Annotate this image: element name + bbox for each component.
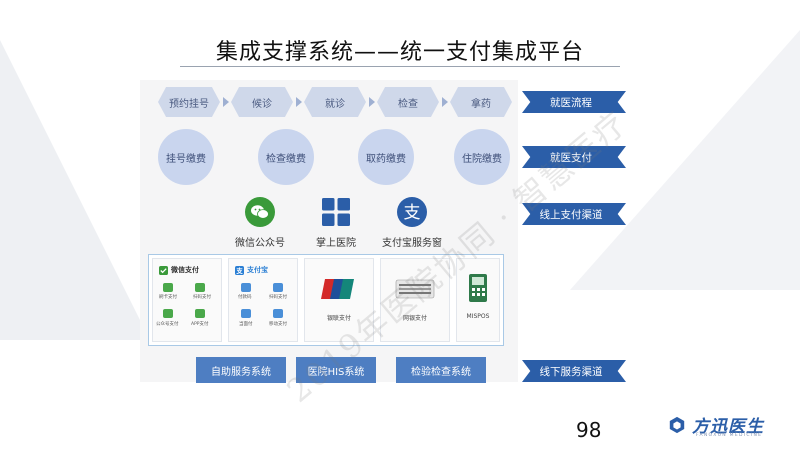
brand-name: 方迅医生 [692,417,764,437]
svg-text:支: 支 [404,203,421,223]
card-label: 银联支付 [326,315,351,322]
public-account-pay-icon [163,309,173,318]
brand-subtitle: FANGXUN MEDICINE [696,433,763,438]
wechat-icon [245,197,275,227]
unionpay-logo-icon [321,279,354,299]
scan-pay-icon [195,283,205,292]
card-label: MISPOS [466,313,490,320]
alipay-icon: 支 [397,197,427,227]
scan-pay-icon [273,283,283,292]
channel-label: 支付宝服务窗 [382,238,442,249]
card-header: 微信支付 [159,265,199,275]
flow-step: 拿药 [450,87,512,117]
offline-channel-button: 医院HIS系统 [296,357,376,383]
flow-step: 检查 [377,87,439,117]
pay-method-label: 刷卡支付 [159,295,177,300]
app-pay-icon [195,309,205,318]
flow-step: 候诊 [231,87,293,117]
category-tag: 线上支付渠道 [522,203,626,225]
offline-channel-button: 自助服务系统 [196,357,286,383]
face-pay-icon [241,309,251,318]
pay-method-label: 扫码支付 [269,295,287,300]
flow-arrow-icon [442,97,448,107]
netbank-card: 网银支付 [380,258,450,342]
brand-logo-icon [669,416,685,433]
channel-label: 微信公众号 [235,238,285,249]
offline-channel-button: 检验检查系统 [396,357,486,383]
pay-method-label: 扫码支付 [193,295,211,300]
wechat-pay-icon [159,265,168,275]
category-tag: 就医支付 [522,146,626,168]
unionpay-card: 银联支付 [304,258,374,342]
flow-step: 预约挂号 [158,87,220,117]
brand-logo: 方迅医生 [668,412,764,437]
card-pay-icon [163,283,173,292]
background-shape [0,40,150,340]
channel-label: 掌上医院 [316,238,356,249]
svg-text:支: 支 [236,266,243,275]
category-tag: 就医流程 [522,91,626,113]
pay-code-icon [241,283,251,292]
pay-method-label: 公众号支付 [156,322,179,327]
grid-app-icon [321,197,351,227]
alipay-small-icon: 支 [235,265,244,275]
payment-circle: 检查缴费 [258,129,314,185]
card-header: 支 支付宝 [235,265,268,275]
card-title: 微信支付 [171,266,199,274]
wechat-pay-card: 微信支付 刷卡支付 扫码支付 公众号支付 APP支付 [152,258,222,342]
card-title: 支付宝 [247,266,268,274]
netbank-icon [395,279,435,299]
flow-arrow-icon [223,97,229,107]
mispos-card: MISPOS [456,258,500,342]
payment-circle: 取药缴费 [358,129,414,185]
alipay-card: 支 支付宝 付款码 扫码支付 当面付 移动支付 [228,258,298,342]
title-divider [180,66,620,67]
card-label: 网银支付 [402,315,427,322]
pay-method-label: 付款码 [238,295,252,300]
mobile-pay-icon [273,309,283,318]
pay-method-label: 移动支付 [269,322,287,327]
category-tag: 线下服务渠道 [522,360,626,382]
slide-title: 集成支撑系统——统一支付集成平台 [215,40,584,65]
flow-step: 就诊 [304,87,366,117]
flow-arrow-icon [369,97,375,107]
page-number: 98 [576,418,602,442]
flow-arrow-icon [296,97,302,107]
payment-circle: 挂号缴费 [158,129,214,185]
pay-method-label: 当面付 [239,322,253,327]
pay-method-label: APP支付 [191,322,209,327]
pos-terminal-icon [469,274,487,302]
payment-circle: 住院缴费 [454,129,510,185]
